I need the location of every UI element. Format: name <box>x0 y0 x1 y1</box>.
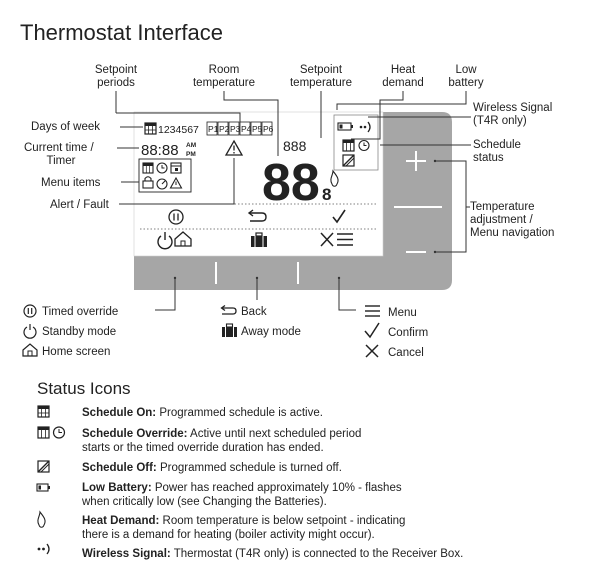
status-item-schedule-override: Schedule Override: Active until next sch… <box>82 428 361 440</box>
back-legend-icon <box>220 304 237 315</box>
confirm-lcd-icon <box>332 209 346 224</box>
label-temp-adjust-2: adjustment / <box>470 214 533 226</box>
period-p3: P3 <box>230 124 241 134</box>
menu-alert-icon <box>169 176 183 189</box>
standby-legend-icon <box>23 324 37 339</box>
label-days-of-week: Days of week <box>31 121 100 133</box>
confirm-legend-icon <box>364 322 380 339</box>
low-battery-icon <box>36 483 50 492</box>
wireless-signal-lcd-icon <box>359 121 371 133</box>
schedule-off-lcd-icon <box>342 154 355 167</box>
label-wireless-signal-2: (T4R only) <box>473 115 527 127</box>
away-lcd-icon <box>251 232 267 247</box>
schedule-override-icon <box>37 426 66 439</box>
cancel-legend-icon <box>365 344 379 358</box>
leader-lines <box>115 91 471 311</box>
status-item-schedule-on: Schedule On: Programmed schedule is acti… <box>82 407 323 419</box>
setpoint-period-boxes <box>206 121 273 136</box>
setpoint-temperature-digits: 888 <box>283 138 307 154</box>
status-item-schedule-off: Schedule Off: Programmed schedule is tur… <box>82 462 342 474</box>
period-p6: P6 <box>263 124 274 134</box>
menu-calendar-day-icon <box>170 162 182 174</box>
schedule-status-calendar-icon <box>342 139 355 152</box>
status-item-schedule-override-2: starts or the timed override duration ha… <box>82 442 324 454</box>
bottom-bezel <box>134 256 383 290</box>
room-temperature-digits: 88 <box>262 154 320 212</box>
legend-cancel: Cancel <box>388 347 424 359</box>
label-setpoint-periods-2: periods <box>97 77 135 89</box>
period-p4: P4 <box>241 124 252 134</box>
label-current-time-2: Timer <box>47 155 76 167</box>
menu-gauge-icon <box>156 178 168 190</box>
label-low-battery-1: Low <box>455 64 477 76</box>
legend-away-mode: Away mode <box>241 326 301 338</box>
menu-lock-icon <box>142 176 154 189</box>
right-bezel <box>383 112 452 290</box>
home-lcd-icon <box>174 231 192 247</box>
heat-demand-status-icon <box>37 510 46 528</box>
label-room-temperature-2: temperature <box>193 77 255 89</box>
label-setpoint-periods-1: Setpoint <box>95 64 138 76</box>
legend-confirm: Confirm <box>388 327 428 339</box>
legend-standby-mode: Standby mode <box>42 326 116 338</box>
am-indicator: AM <box>186 142 196 149</box>
label-menu-items: Menu items <box>41 177 101 189</box>
pm-indicator: PM <box>186 151 196 158</box>
status-item-heat-demand-2: there is a demand for heating (boiler ac… <box>82 529 375 541</box>
menu-items-box <box>138 158 192 193</box>
label-wireless-signal-1: Wireless Signal <box>473 102 552 114</box>
calendar-icon <box>144 122 157 135</box>
standby-lcd-icon <box>157 232 173 250</box>
period-p2: P2 <box>219 124 230 134</box>
label-setpoint-temperature-1: Setpoint <box>300 64 343 76</box>
menu-legend-icon <box>365 305 380 317</box>
room-temperature-decimal: 8 <box>322 185 331 204</box>
page-title: Thermostat Interface <box>20 20 223 45</box>
temperature-up-button[interactable] <box>406 151 426 171</box>
status-icons-title: Status Icons <box>37 379 131 398</box>
menu-clock-icon <box>156 162 168 174</box>
away-legend-icon <box>222 323 237 337</box>
days-of-week-digits: 1234567 <box>158 124 199 136</box>
period-p5: P5 <box>252 124 263 134</box>
period-p1: P1 <box>208 124 219 134</box>
label-heat-demand-1: Heat <box>391 64 416 76</box>
heat-demand-icon <box>330 169 339 187</box>
home-legend-icon <box>22 343 38 357</box>
status-item-wireless-signal: Wireless Signal: Thermostat (T4R only) i… <box>82 548 463 560</box>
schedule-on-icon <box>37 405 50 418</box>
menu-schedule-icon <box>142 162 154 174</box>
menu-lcd-icon <box>337 233 353 246</box>
legend-menu: Menu <box>388 307 417 319</box>
schedule-status-clock-icon <box>358 139 370 152</box>
cancel-lcd-icon <box>320 232 334 247</box>
status-area-box <box>333 114 379 171</box>
low-battery-lcd-icon <box>337 122 353 131</box>
status-item-low-battery: Low Battery: Power has reached approxima… <box>82 482 402 494</box>
timed-override-legend-icon <box>23 304 37 318</box>
wireless-signal-icon <box>37 543 50 555</box>
label-temp-adjust-3: Menu navigation <box>470 227 554 239</box>
label-temp-adjust-1: Temperature <box>470 201 535 213</box>
schedule-off-icon <box>37 460 50 473</box>
label-heat-demand-2: demand <box>382 77 424 89</box>
label-schedule-status-2: status <box>473 152 504 164</box>
label-current-time-1: Current time / <box>24 142 94 154</box>
status-list: Schedule On: Programmed schedule is acti… <box>81 407 463 560</box>
label-setpoint-temperature-2: temperature <box>290 77 352 89</box>
alert-fault-icon <box>224 139 244 156</box>
back-lcd-icon <box>247 209 267 222</box>
timed-override-lcd-icon <box>168 209 184 225</box>
current-time-digits: 88:88 <box>141 142 179 159</box>
label-schedule-status-1: Schedule <box>473 139 521 151</box>
status-item-heat-demand: Heat Demand: Room temperature is below s… <box>82 515 405 527</box>
label-alert-fault: Alert / Fault <box>50 199 110 211</box>
legend-timed-override: Timed override <box>42 306 118 318</box>
label-low-battery-2: battery <box>448 77 483 89</box>
legend-back: Back <box>241 306 267 318</box>
label-room-temperature-1: Room <box>209 64 240 76</box>
status-item-low-battery-2: when critically low (see Changing the Ba… <box>81 496 327 508</box>
legend-home-screen: Home screen <box>42 346 110 358</box>
